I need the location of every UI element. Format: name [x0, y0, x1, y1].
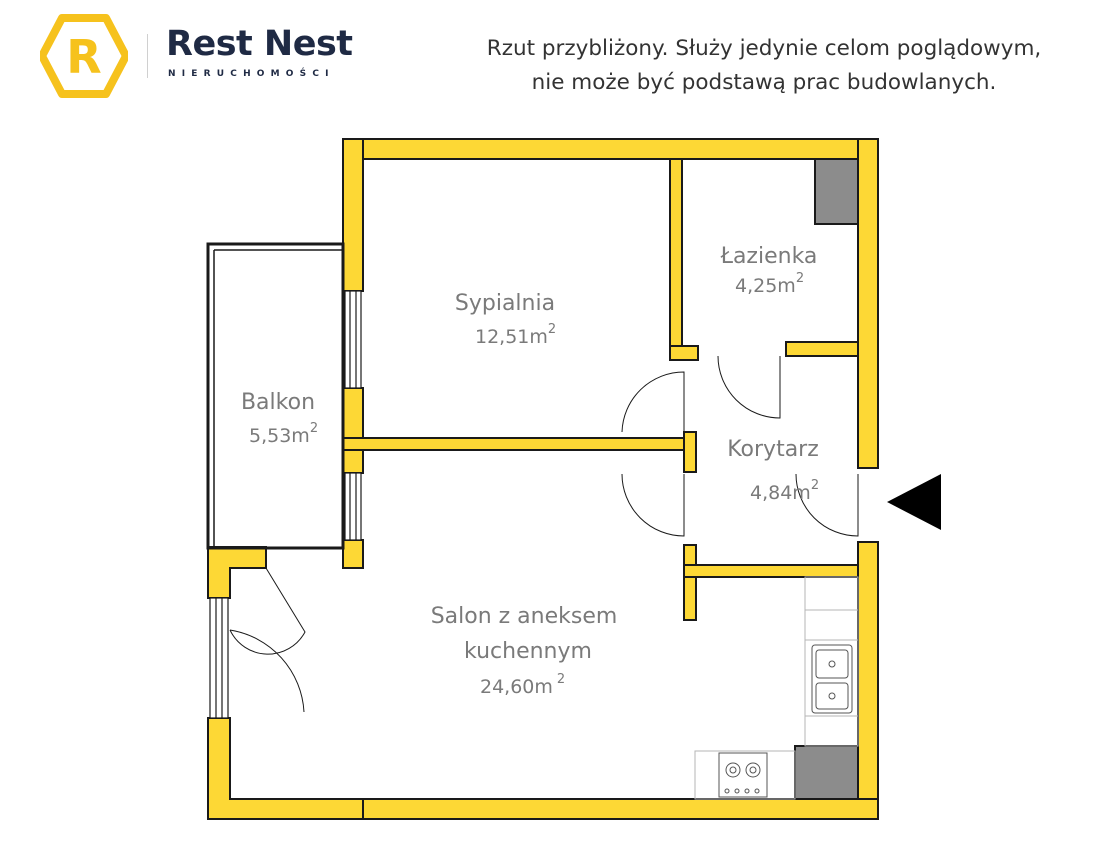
wall-left-block: [342, 539, 364, 569]
room-area-lazienka: 4,25m2: [735, 271, 804, 297]
door-balcony: [229, 567, 306, 655]
windows: [209, 290, 362, 719]
shaft-bathroom: [814, 158, 859, 225]
wall-bottom: [342, 798, 879, 820]
wall-bathroom-door-jamb-left: [669, 345, 699, 361]
wall-left-mid: [342, 387, 364, 474]
disclaimer-line-1: Rzut przybliżony. Służy jedynie celom po…: [486, 36, 1042, 61]
rest-nest-logo-icon: R: [40, 14, 128, 98]
door-entrance: [795, 473, 859, 537]
wall-partition-stub: [683, 431, 697, 473]
stove-icon: [718, 752, 768, 798]
wall-hall-kitchen-vertical: [683, 544, 697, 621]
wall-right-lower: [857, 541, 879, 820]
room-area-balkon: 5,53m2: [249, 421, 318, 447]
wall-top: [342, 138, 879, 160]
header: R Rest Nest NIERUCHOMOŚCI Rzut przybliżo…: [0, 0, 1109, 110]
logo-letter: R: [66, 30, 101, 84]
room-area-korytarz: 4,84m2: [750, 478, 819, 504]
walls: [207, 138, 879, 820]
room-name-salon-line2: kuchennym: [464, 639, 592, 664]
room-name-salon-line1: Salon z aneksem: [431, 604, 618, 629]
brand-subtitle: NIERUCHOMOŚCI: [168, 69, 335, 79]
door-bathroom: [717, 355, 781, 419]
kitchen-counter-bottom: [694, 750, 796, 800]
wall-hall-kitchen-horizontal: [683, 564, 859, 578]
door-salon: [621, 473, 685, 537]
room-name-sypialnia: Sypialnia: [455, 291, 555, 316]
wall-partition-bedroom-salon: [342, 437, 697, 451]
door-balcony-leaf: [229, 629, 305, 713]
sink-icon: [811, 644, 853, 714]
wall-bottom-left: [207, 717, 364, 820]
entrance-arrow-icon: [887, 474, 941, 530]
balcony-outline: [206, 242, 345, 550]
room-name-lazienka: Łazienka: [720, 244, 818, 269]
wall-right-upper: [857, 138, 879, 469]
window-bedroom: [344, 290, 362, 389]
kitchen: [694, 576, 859, 800]
wall-left-top: [342, 138, 364, 292]
door-bedroom: [621, 371, 685, 433]
logo-divider: [147, 34, 148, 78]
room-name-balkon: Balkon: [241, 390, 315, 415]
shaft-kitchen: [794, 745, 859, 800]
wall-balcony-corner: [207, 546, 267, 599]
disclaimer: Rzut przybliżony. Służy jedynie celom po…: [430, 32, 1098, 100]
room-name-korytarz: Korytarz: [727, 437, 819, 462]
brand-name: Rest Nest: [166, 24, 353, 64]
wall-bedroom-bathroom: [669, 158, 683, 360]
window-salon: [344, 472, 362, 541]
balcony-rail: [206, 242, 345, 550]
room-labels: Sypialnia 12,51m2 Łazienka 4,25m2 Balkon…: [241, 244, 819, 698]
room-area-sypialnia: 12,51m2: [475, 322, 556, 348]
window-salon-left: [209, 597, 229, 719]
wall-bathroom-bottom: [785, 341, 859, 357]
kitchen-counter-right: [804, 576, 859, 747]
doors: [229, 355, 859, 713]
disclaimer-line-2: nie może być podstawą prac budowlanych.: [531, 70, 997, 95]
